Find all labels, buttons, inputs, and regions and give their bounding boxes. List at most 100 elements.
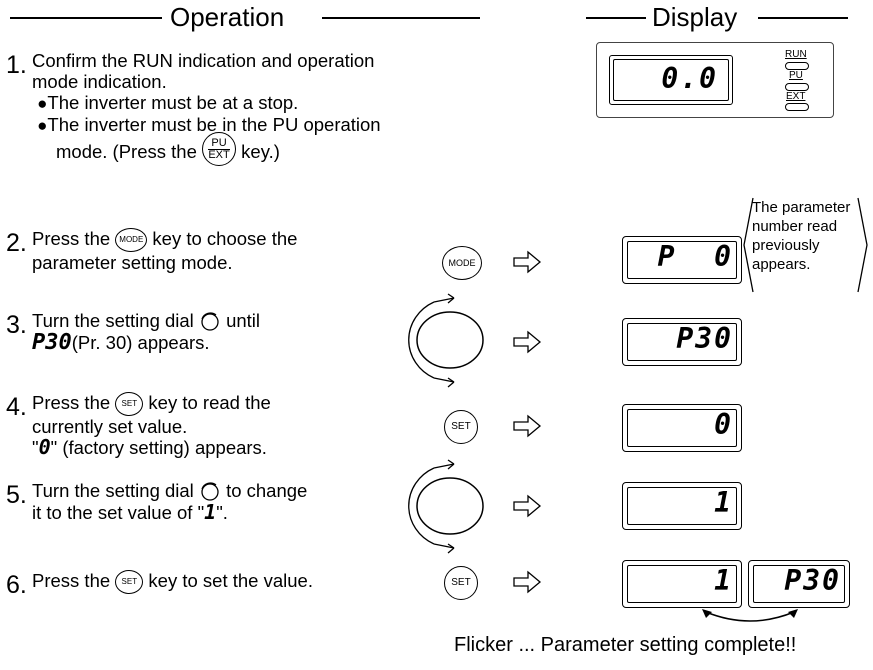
step-5-text: Turn the setting dial to change it to th…: [32, 480, 307, 523]
header-rule-left: [10, 17, 162, 19]
key-label: EXT: [208, 149, 230, 161]
right-arrow-icon: [513, 414, 542, 438]
set-button-icon: SET: [444, 410, 478, 444]
bullet-text: The inverter must be in the PU operation: [47, 114, 381, 135]
right-arrow-icon: [513, 494, 542, 518]
display-rule-right: [758, 17, 848, 19]
step-2-text: Press the MODE key to choose the paramet…: [32, 228, 297, 273]
text: Press the: [32, 392, 116, 413]
step-number: 6.: [6, 571, 27, 599]
lcd-value: 1: [714, 486, 733, 519]
display-panel-6a: 1: [622, 560, 742, 608]
text: Press the: [32, 228, 116, 249]
run-led: [785, 62, 809, 70]
step-text-line: it to the set value of "1".: [32, 500, 307, 525]
step-text-line: P30(Pr. 30) appears.: [32, 330, 260, 356]
step-text-line: parameter setting mode.: [32, 252, 233, 274]
lcd-inner: [627, 487, 737, 525]
text: mode. (Press the: [56, 140, 203, 162]
header-rule-right: [322, 17, 480, 19]
text: (Pr. 30) appears.: [71, 332, 210, 354]
text: ".: [216, 502, 228, 524]
display-panel-3: P30: [622, 318, 742, 366]
lcd-inner: [627, 323, 737, 361]
lcd-outer: 0.0: [609, 55, 733, 105]
set-key-icon: SET: [115, 570, 144, 595]
display-panel-6b: P30: [748, 560, 850, 608]
lcd-inner: [627, 241, 737, 279]
text: until: [220, 310, 261, 331]
note-line: appears.: [752, 256, 811, 273]
step-number: 5.: [6, 481, 27, 509]
lcd-value: 0: [714, 408, 733, 441]
text: ": [32, 437, 39, 459]
bullet-icon: ●: [37, 116, 48, 135]
segment-text: P30: [32, 330, 72, 356]
text: key.): [236, 140, 280, 162]
note-line: The parameter: [752, 199, 851, 216]
lcd-inner: [753, 565, 845, 603]
key-label: PU: [208, 138, 231, 150]
mode-key-icon: MODE: [115, 228, 148, 253]
setting-dial-rotate-icon: [408, 293, 484, 388]
right-arrow-icon: [513, 570, 542, 594]
step-text-line: Press the MODE key to choose the: [32, 228, 298, 253]
display-panel-1: 0.0 RUN PU EXT: [596, 42, 834, 118]
note-line: previously: [752, 237, 820, 254]
note-line: number read: [752, 218, 838, 235]
ext-led: [785, 103, 809, 111]
lcd-value: P30: [676, 322, 733, 355]
display-panel-2: P 0: [622, 236, 742, 284]
lcd-inner: [613, 59, 729, 101]
text: it to the set value of ": [32, 502, 205, 524]
step-text-line: currently set value.: [32, 416, 188, 438]
lcd-value: 1: [714, 564, 733, 597]
step-3-text: Turn the setting dial until P30(Pr. 30) …: [32, 310, 260, 356]
step-number: 4.: [6, 393, 27, 421]
text: Turn the setting dial: [32, 310, 199, 331]
bullet-line: ●The inverter must be at a stop.: [32, 92, 381, 114]
bullet-icon: ●: [37, 94, 48, 113]
step-text-line: Confirm the RUN indication and operation: [32, 50, 375, 71]
display-panel-5: 1: [622, 482, 742, 530]
text: key to choose the: [147, 228, 298, 249]
left-bracket: [743, 197, 754, 293]
lcd-value: P30: [784, 564, 841, 597]
text: key to set the value.: [143, 570, 313, 591]
step-text-line: "0" (factory setting) appears.: [32, 435, 271, 460]
step-number: 2.: [6, 229, 27, 257]
mode-button-icon: MODE: [442, 246, 482, 280]
step-number: 3.: [6, 311, 27, 339]
segment-text: 1: [204, 500, 217, 525]
lcd-value: 0.0: [661, 62, 718, 95]
step-6-text: Press the SET key to set the value.: [32, 570, 313, 595]
step-1-text: Confirm the RUN indication and operation…: [32, 50, 381, 170]
display-header: Display: [652, 2, 738, 32]
parameter-note: The parameter number read previously app…: [752, 198, 850, 274]
text: Press the: [32, 570, 116, 591]
bullet-line: ●The inverter must be in the PU operatio…: [32, 114, 381, 136]
segment-text: 0: [38, 435, 51, 460]
text: Turn the setting dial: [32, 480, 199, 501]
step-number: 1.: [6, 51, 27, 79]
flicker-double-arrow-icon: [702, 609, 798, 622]
ext-indicator-label: EXT: [786, 91, 806, 102]
display-panel-4: 0: [622, 404, 742, 452]
text: to change: [220, 480, 308, 501]
flicker-caption: Flicker ... Parameter setting complete!!: [454, 634, 797, 656]
display-rule-left: [586, 17, 646, 19]
text: key to read the: [143, 392, 271, 413]
operation-header: Operation: [170, 2, 285, 32]
text: " (factory setting) appears.: [50, 437, 267, 459]
bullet-text: The inverter must be at a stop.: [47, 92, 299, 113]
set-key-icon: SET: [115, 392, 144, 417]
step-text-line: Press the SET key to set the value.: [32, 570, 313, 595]
setting-dial-rotate-icon: [408, 459, 484, 554]
lcd-inner: [627, 565, 737, 603]
set-button-icon: SET: [444, 566, 478, 600]
step-text-line: Turn the setting dial until: [32, 310, 260, 332]
step-text-line: Turn the setting dial to change: [32, 480, 307, 502]
lcd-inner: [627, 409, 737, 447]
